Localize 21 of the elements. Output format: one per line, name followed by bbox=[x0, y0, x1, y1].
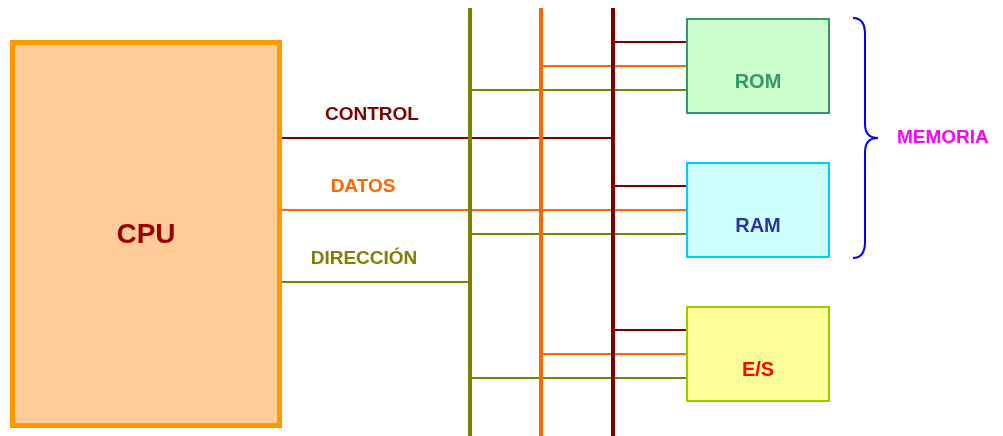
memory-box bbox=[686, 18, 830, 114]
bus-connector bbox=[281, 281, 469, 283]
node-label: CPU bbox=[116, 218, 176, 250]
bus-connector bbox=[471, 377, 687, 379]
bus-connector bbox=[542, 209, 687, 211]
bus-connector bbox=[614, 329, 687, 331]
bus-connector bbox=[471, 89, 687, 91]
node-label: E/S bbox=[741, 357, 775, 381]
bus-connector bbox=[471, 233, 687, 235]
bus-connector bbox=[542, 65, 687, 67]
io-box bbox=[686, 306, 830, 402]
bus-connector bbox=[281, 137, 612, 139]
bus-connector bbox=[614, 185, 687, 187]
node-label: ROM bbox=[734, 69, 782, 93]
bus-connector bbox=[614, 41, 687, 43]
bus-connector bbox=[542, 353, 687, 355]
memory-box bbox=[686, 162, 830, 258]
processor-box bbox=[10, 40, 282, 428]
bus-connector bbox=[281, 209, 540, 211]
node-label: RAM bbox=[735, 213, 781, 237]
group-label: MEMORIA bbox=[897, 126, 989, 148]
